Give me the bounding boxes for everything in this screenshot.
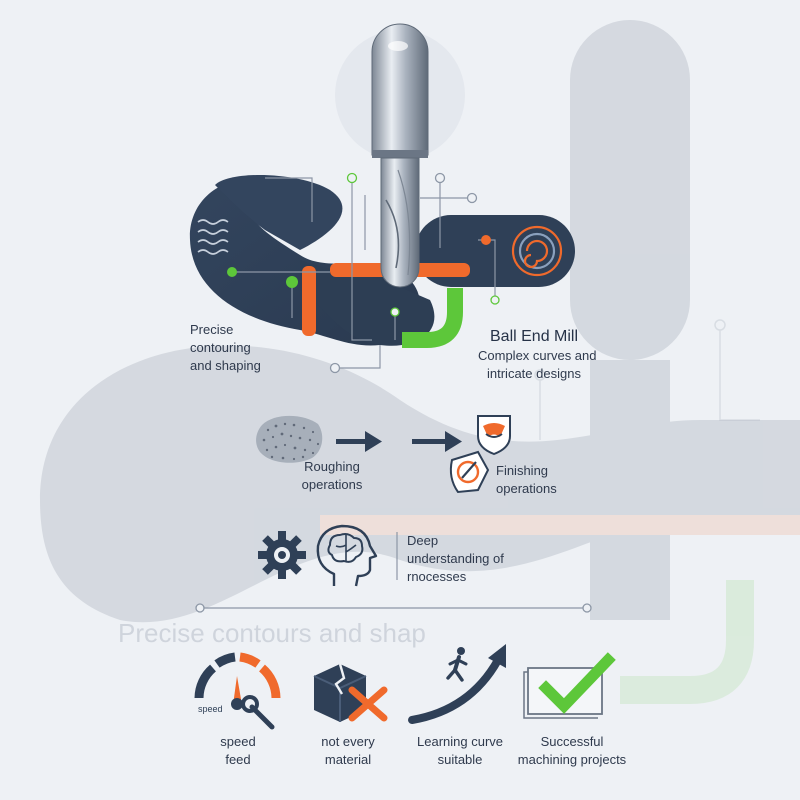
feature-line: intricate designs xyxy=(487,366,581,381)
flow-shape-bottom xyxy=(300,260,435,346)
finishing-text: Finishing operations xyxy=(496,462,557,498)
ghost-line: and shap xyxy=(318,618,426,648)
arrow-icon xyxy=(412,431,462,452)
spiral-icon xyxy=(511,225,563,277)
understanding-text: Deep understanding of rnocesses xyxy=(407,532,504,586)
finishing-line: operations xyxy=(496,481,557,496)
checkmark-icon xyxy=(523,652,616,719)
bottom-caption-speed: speed feed xyxy=(198,733,278,769)
caption-line: speed xyxy=(220,734,256,749)
feature-line: Complex curves and xyxy=(478,348,597,363)
orange-bar-vertical xyxy=(302,266,316,336)
precise-text: Precise contouring and shaping xyxy=(190,321,261,375)
green-dot xyxy=(227,267,237,277)
caption-line: suitable xyxy=(437,752,483,767)
understanding-line: understanding of xyxy=(407,551,504,566)
learning-curve-icon xyxy=(408,644,506,724)
roughing-line: operations xyxy=(301,477,363,492)
gauge-label: speed xyxy=(198,704,223,714)
understanding-line: Deep xyxy=(407,533,439,548)
roughing-texture-icon xyxy=(256,415,323,463)
finishing-badge-icon xyxy=(449,450,490,494)
green-dot xyxy=(286,276,298,288)
gear-icon xyxy=(258,531,306,579)
green-curve xyxy=(402,288,463,348)
orange-dot xyxy=(481,235,491,245)
connector-nodes xyxy=(329,172,500,374)
finishing-shield-icon xyxy=(477,415,511,456)
caption-line: not every xyxy=(321,734,375,749)
caption-line: feed xyxy=(225,752,251,767)
connector-lines xyxy=(233,177,496,369)
broken-box-icon xyxy=(313,663,388,722)
wave-lines-icon xyxy=(197,219,229,255)
caption-line: Learning curve xyxy=(417,734,503,749)
caption-line: Successful xyxy=(540,734,604,749)
precise-line: and shaping xyxy=(190,358,261,373)
background-ghost-text: Precise contours and shap xyxy=(118,618,426,648)
ball-end-mill-icon xyxy=(371,23,429,288)
brain-head-icon xyxy=(316,524,378,587)
bottom-caption-material: not every material xyxy=(300,733,396,769)
runner-icon xyxy=(446,647,468,682)
precise-line: Precise xyxy=(190,322,234,337)
speedometer-wrench-icon xyxy=(194,652,281,730)
caption-line: material xyxy=(324,752,372,767)
roughing-line: Roughing xyxy=(304,459,360,474)
ghost-line: contours xyxy=(211,618,312,648)
caption-line: machining projects xyxy=(517,752,627,767)
precise-line: contouring xyxy=(190,340,251,355)
understanding-line: rnocesses xyxy=(407,569,467,584)
tool-name: Ball End Mill xyxy=(490,328,579,345)
bottom-caption-success: Successful machining projects xyxy=(510,733,634,769)
bottom-caption-learning: Learning curve suitable xyxy=(408,733,512,769)
roughing-text: Roughing operations xyxy=(292,458,372,494)
arrow-icon xyxy=(336,431,382,452)
ghost-line: Precise xyxy=(118,618,205,648)
flow-shape-top xyxy=(215,174,343,250)
feature-text: Complex curves and intricate designs xyxy=(478,347,597,383)
finishing-line: Finishing xyxy=(496,463,549,478)
